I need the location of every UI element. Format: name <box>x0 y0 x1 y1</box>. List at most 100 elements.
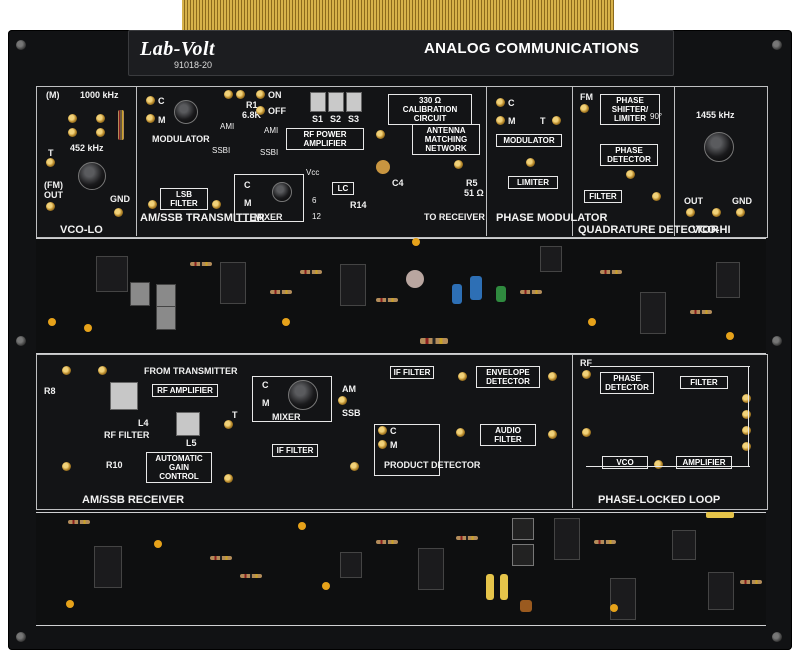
rx-l4-label: L4 <box>138 418 149 428</box>
vco-hi-out-jack[interactable] <box>686 208 695 217</box>
tx-c-label: C <box>158 96 165 106</box>
vco-lo-freq-top: 1000 kHz <box>80 90 119 100</box>
tx-s1-switch[interactable] <box>310 92 326 112</box>
ic-chip <box>708 572 734 610</box>
rx-jack[interactable] <box>62 462 71 471</box>
tx-c4-capacitor <box>376 160 390 174</box>
resistor <box>456 536 478 540</box>
pm-modulator-box: MODULATOR <box>496 134 562 147</box>
vco-hi-knob[interactable] <box>704 132 734 162</box>
rx-t-jack[interactable] <box>224 420 233 429</box>
pll-jack[interactable] <box>742 410 751 419</box>
pm-t-label: T <box>540 116 546 126</box>
pm-m-label: M <box>508 116 516 126</box>
tx-jack[interactable] <box>148 200 157 209</box>
vco-lo-gnd-label: GND <box>110 194 130 204</box>
transformer <box>512 544 534 566</box>
vco-lo-jack[interactable] <box>96 128 105 137</box>
vco-lo-jack[interactable] <box>68 114 77 123</box>
rx-ssb-label: SSB <box>342 408 361 418</box>
resistor <box>690 310 712 314</box>
pm-c-jack[interactable] <box>496 98 505 107</box>
tx-modulator-label: MODULATOR <box>152 134 210 144</box>
ic-chip <box>96 256 128 292</box>
pm-m-jack[interactable] <box>496 116 505 125</box>
screw-icon <box>772 40 782 50</box>
rx-jack[interactable] <box>548 372 557 381</box>
tx-jack[interactable] <box>454 160 463 169</box>
vco-lo-inductor <box>118 110 124 140</box>
vco-lo-out-jack[interactable] <box>46 202 55 211</box>
qd-90-label: 90° <box>650 112 663 121</box>
rx-jack[interactable] <box>378 426 387 435</box>
pll-filter-box: FILTER <box>680 376 728 389</box>
capacitor <box>322 582 330 590</box>
tx-modulator-knob[interactable] <box>174 100 198 124</box>
rx-jack[interactable] <box>458 372 467 381</box>
rx-jack[interactable] <box>456 428 465 437</box>
pll-wire <box>586 466 750 467</box>
tx-ssb-label: SSBI <box>212 146 231 155</box>
vco-hi-gnd-jack[interactable] <box>736 208 745 217</box>
rx-mixer-knob[interactable] <box>288 380 318 410</box>
tx-m-jack[interactable] <box>146 114 155 123</box>
tx-on-jack[interactable] <box>256 90 265 99</box>
pll-jack[interactable] <box>742 442 751 451</box>
qd-filter-box: FILTER <box>584 190 622 203</box>
rx-jack[interactable] <box>338 396 347 405</box>
rx-jack[interactable] <box>378 440 387 449</box>
rx-jack[interactable] <box>98 366 107 375</box>
tx-s3-switch[interactable] <box>346 92 362 112</box>
tx-jack[interactable] <box>376 130 385 139</box>
rx-t-label: T <box>232 410 238 420</box>
pll-jack[interactable] <box>742 394 751 403</box>
rx-rf-filter-label: RF FILTER <box>104 430 150 440</box>
pll-wire <box>590 366 750 367</box>
capacitor <box>298 522 306 530</box>
transistor-can <box>406 270 424 288</box>
rx-jack[interactable] <box>224 474 233 483</box>
rx-jack[interactable] <box>350 462 359 471</box>
rx-jack[interactable] <box>62 366 71 375</box>
pll-rf-label: RF <box>580 358 592 368</box>
tx-jack[interactable] <box>224 90 233 99</box>
resistor <box>210 556 232 560</box>
vco-lo-jack[interactable] <box>68 128 77 137</box>
green-capacitor <box>496 286 506 302</box>
qd-fm-jack[interactable] <box>580 104 589 113</box>
rx-rf-amp-box: RF AMPLIFIER <box>152 384 218 397</box>
rx-jack[interactable] <box>548 430 557 439</box>
vco-lo-jack[interactable] <box>96 114 105 123</box>
tx-jack[interactable] <box>236 90 245 99</box>
rx-if-filter-1-box: IF FILTER <box>390 366 434 379</box>
vco-lo-gnd-jack[interactable] <box>114 208 123 217</box>
vco-lo-knob[interactable] <box>78 162 106 190</box>
capacitor <box>588 318 596 326</box>
tx-s1-label: S1 <box>312 114 324 124</box>
tx-mixer-label: MIXER <box>254 212 283 222</box>
qd-jack[interactable] <box>652 192 661 201</box>
pll-amplifier-box: AMPLIFIER <box>676 456 732 469</box>
ic-chip <box>610 578 636 620</box>
pm-t-jack[interactable] <box>552 116 561 125</box>
tx-off-jack[interactable] <box>256 106 265 115</box>
tx-6-label: 6 <box>312 196 317 205</box>
ic-chip <box>340 552 362 578</box>
pll-jack[interactable] <box>654 460 663 469</box>
pm-jack[interactable] <box>526 158 535 167</box>
vco-hi-jack[interactable] <box>712 208 721 217</box>
tx-c-jack[interactable] <box>146 96 155 105</box>
tx-s2-label: S2 <box>330 114 342 124</box>
tx-mixer-m-label: M <box>244 198 252 208</box>
vco-lo-t-jack[interactable] <box>46 158 55 167</box>
capacitor <box>154 540 162 548</box>
tx-mixer-knob[interactable] <box>272 182 292 202</box>
tx-jack[interactable] <box>212 200 221 209</box>
rx-agc-box: AUTOMATIC GAIN CONTROL <box>146 452 212 483</box>
pll-rf-jack[interactable] <box>582 370 591 379</box>
tx-s2-switch[interactable] <box>328 92 344 112</box>
model-number: 91018-20 <box>174 60 213 70</box>
pll-jack[interactable] <box>742 426 751 435</box>
pll-jack[interactable] <box>582 428 591 437</box>
qd-jack[interactable] <box>626 170 635 179</box>
